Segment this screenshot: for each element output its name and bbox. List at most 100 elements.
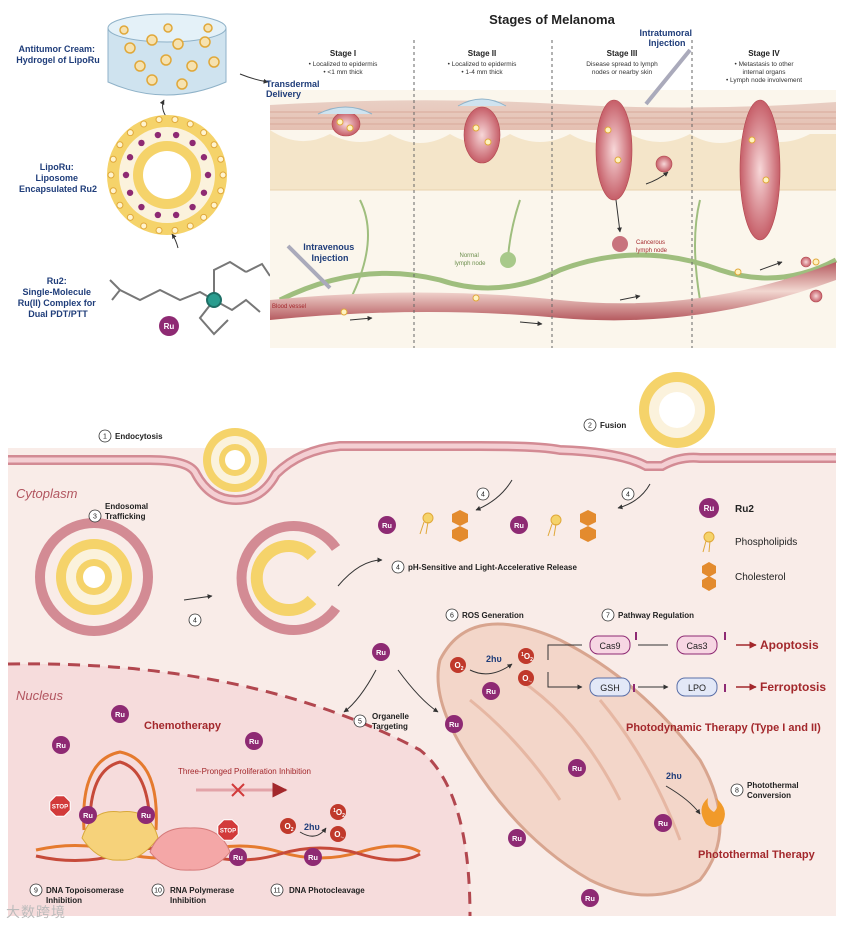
legend: Ru Ru2 Phospholipids Cholesterol [699,498,797,591]
ru-badge-text: Ru [382,521,392,530]
stage-name: Stage III [607,49,638,58]
ru-dot [138,139,145,147]
oxygen-label: O·- [522,674,532,685]
cream-label: Antitumor Cream: Hydrogel of LipoRu [16,44,100,65]
intratumoral-label: Intratumoral Injection [639,28,694,48]
ru-dot [154,211,162,219]
ru-badge [508,829,526,847]
ru2-label: Ru2: Single-Molecule Ru(II) Complex for … [18,276,99,319]
step-number: 8 [735,788,739,795]
lipid-head [200,129,208,137]
step-label: Trafficking [105,512,146,521]
ru-dot [204,171,212,179]
lipid-head [155,116,163,124]
step-number-circle [98,429,112,443]
step-label: Photothermal [747,781,799,790]
step-label: pH-Sensitive and Light-Accelerative Rele… [408,563,578,572]
stages-title: Stages of Melanoma [489,12,615,27]
step-number-circle [583,418,597,432]
two-hv-label: 2hυ [666,771,682,781]
ru-badge [482,682,500,700]
step-label: RNA Polymerase [170,886,235,895]
legend-phospholipids: Phospholipids [735,537,797,548]
liporu-label: LipoRu: Liposome Encapsulated Ru2 [19,162,97,194]
stop-icon [217,819,239,841]
step-number-circle [601,608,615,622]
cytoplasm-label: Cytoplasm [16,486,78,501]
ru-badge [510,516,528,534]
lipid-head [186,120,194,128]
step-number: 4 [193,618,197,625]
ru-badge [372,643,390,661]
ru-badge [568,759,586,777]
oxygen-molecule [518,670,534,686]
step-number-circle [88,509,102,523]
step-number: 2 [588,423,592,430]
lipid-head [200,213,208,221]
ru-dot [200,154,208,161]
ru-badge-text: Ru [486,687,496,696]
ru-badge [245,732,263,750]
ru-dot [189,203,196,211]
cas9-box: Cas9 [599,641,620,651]
lipid-head [109,155,117,163]
stage-name: Stage II [468,49,496,58]
two-hv-label: 2hυ [304,822,320,832]
ru-badge-text: Ru [449,720,459,729]
nucleus-label: Nucleus [16,688,63,703]
step-number: 6 [450,613,454,620]
fusion-vesicle [639,372,715,448]
ru-badge [111,705,129,723]
lipid-head [140,120,148,128]
step-number: 9 [34,888,38,895]
stage-detail: • Metastasis to other [735,61,795,68]
ru-dot [154,131,162,139]
step-number: 3 [93,514,97,521]
ru-badge-text: Ru [514,521,524,530]
ru-badge-text: Ru [512,834,522,843]
step-label: Inhibition [170,896,206,905]
oxygen-label: 1O2 [521,652,533,663]
lipid-head [109,187,117,195]
step-label: Targeting [372,722,408,731]
watermark: 大数跨境 [6,905,66,921]
legend-cholesterol: Cholesterol [735,572,786,583]
lpo-box: LPO [688,683,706,693]
step-label: Pathway Regulation [618,611,694,620]
step-number: 10 [154,888,162,895]
lipid-head [140,222,148,230]
ru-badge-text: Ru [376,648,386,657]
stage-detail: Disease spread to lymph [586,61,658,68]
ru-badge [52,736,70,754]
intravenous-label: Intravenous Injection [303,242,357,263]
ru-dot [126,154,134,161]
legend-ru2: Ru2 [735,504,754,515]
two-hv-label: 2hυ [486,654,502,664]
step-label: Endocytosis [115,432,163,441]
oxygen-molecule [450,657,466,673]
step-number-circle [29,883,43,897]
ru-badge-text: Ru [141,811,151,820]
lipid-head [116,201,124,209]
ru-dot [126,189,134,196]
step-number-circle [151,883,165,897]
step-number: 5 [358,719,362,726]
step-number: 4 [396,565,400,572]
ru-dot [172,211,180,219]
stage-headers: Stage I• Localized to epidermis• <1 mm t… [309,49,803,84]
step-number: 7 [606,613,610,620]
rna-polymerase-enzyme [149,827,231,871]
lipid-head [217,187,225,195]
step-label: Endosomal [105,502,148,511]
svg-text:Ru: Ru [164,322,175,331]
step-number-circle [445,608,459,622]
ru-badge [304,848,322,866]
stage-detail: nodes or nearby skin [592,69,653,76]
ferroptosis-label: Ferroptosis [760,680,826,694]
step-number-circle [353,714,367,728]
ru2-molecule [109,260,271,336]
pdt-label: Photodynamic Therapy (Type I and II) [626,722,821,734]
